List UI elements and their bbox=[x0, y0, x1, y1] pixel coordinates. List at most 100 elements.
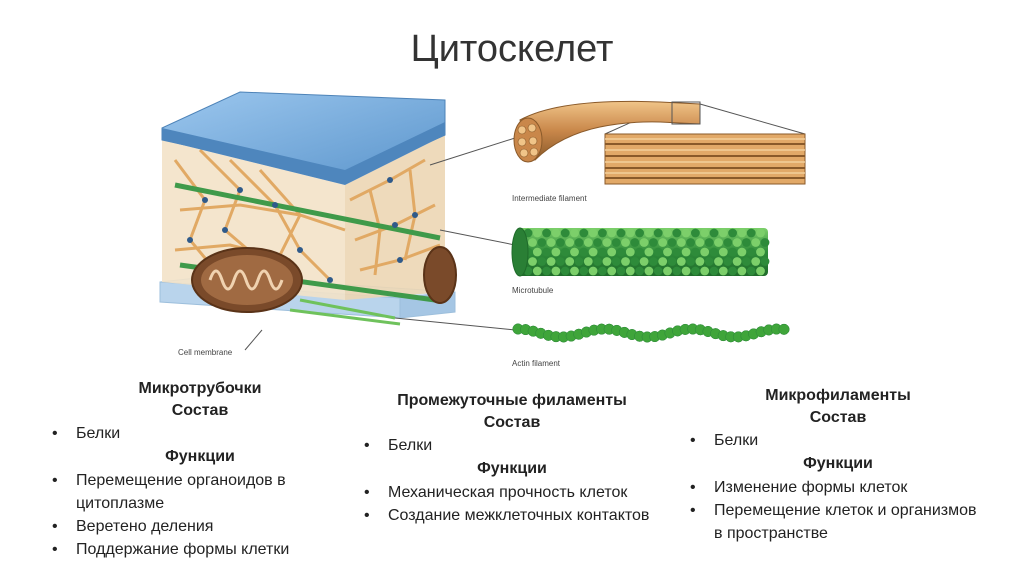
column-microfilaments: Микрофиламенты Состав Белки Функции Изме… bbox=[688, 385, 988, 545]
microtubule-subunit bbox=[700, 247, 710, 257]
microtubule-subunit bbox=[570, 247, 579, 257]
microtubule-subunit bbox=[756, 266, 765, 276]
microtubule-subunit bbox=[672, 228, 682, 238]
microtubule-subunit bbox=[709, 228, 719, 238]
microtubule-subunit bbox=[686, 238, 695, 247]
microtubule-subunit bbox=[760, 238, 770, 247]
col1-subheading: Состав bbox=[171, 402, 229, 419]
col3-function-item: Перемещение клеток и организмов в простр… bbox=[688, 499, 988, 545]
microtubule-subunit bbox=[649, 238, 658, 247]
microtubule-subunit bbox=[728, 266, 737, 276]
microtubule-subunit bbox=[718, 228, 728, 238]
microtubule-subunit bbox=[737, 228, 747, 238]
microtubule-subunit bbox=[751, 257, 761, 266]
col2-functions-label: Функции bbox=[477, 460, 547, 477]
microtubule-subunit bbox=[607, 266, 617, 276]
microtubule-subunit bbox=[616, 247, 626, 257]
microtubule-subunit bbox=[663, 228, 672, 238]
col2-function-item: Создание межклеточных контактов bbox=[362, 504, 662, 527]
microtubule-subunit bbox=[681, 228, 691, 238]
microtubule-subunit bbox=[598, 247, 607, 257]
microtubule-subunit bbox=[593, 238, 602, 247]
microtubule-subunit bbox=[616, 266, 626, 276]
microtubule-subunit bbox=[583, 238, 593, 247]
col1-functions-label: Функции bbox=[165, 448, 235, 465]
microtubule-subunit bbox=[579, 247, 589, 257]
microtubule-subunit bbox=[681, 247, 691, 257]
microtubule-subunit bbox=[621, 238, 630, 247]
microtubule-subunit bbox=[565, 257, 575, 266]
label-cell-membrane: Cell membrane bbox=[178, 348, 233, 357]
microtubule-subunit bbox=[598, 228, 607, 238]
network-filaments bbox=[173, 148, 441, 282]
microtubule-subunit bbox=[556, 238, 565, 247]
microtubule-subunit bbox=[602, 238, 612, 247]
microtubule-subunit bbox=[546, 257, 556, 266]
microtubule-subunit bbox=[714, 238, 723, 247]
microtubule-subunit bbox=[746, 266, 756, 276]
microtubule-subunit bbox=[728, 228, 737, 238]
microtubule-subunit bbox=[644, 247, 654, 257]
microtubule-subunit bbox=[658, 257, 668, 266]
microtubule-subunit bbox=[635, 247, 644, 257]
microtubule-subunit bbox=[737, 266, 747, 276]
microtubule-subunit bbox=[630, 238, 640, 247]
microtubule-subunit bbox=[728, 247, 737, 257]
microtubule-subunit bbox=[714, 257, 723, 266]
cytoskeleton-illustration: Intermediate filament Microtubule Actin … bbox=[159, 91, 806, 368]
microtubule-subunit bbox=[695, 257, 705, 266]
microtubule-subunit bbox=[542, 266, 551, 276]
microtubule-subunit bbox=[611, 257, 621, 266]
microtubule-subunit bbox=[551, 228, 561, 238]
microtubule-subunit bbox=[542, 247, 551, 257]
microtubule-subunit bbox=[691, 266, 700, 276]
col1-function-item: Перемещение органоидов в цитоплазме bbox=[50, 469, 350, 515]
microtubule-subunit bbox=[574, 238, 584, 247]
microtubule-subunit bbox=[718, 266, 728, 276]
intermediate-filament-graphic bbox=[513, 100, 806, 185]
col1-function-item: Поддержание формы клетки bbox=[50, 538, 350, 561]
microtubule-subunit bbox=[625, 266, 635, 276]
page-title: Цитоскелет bbox=[410, 28, 614, 70]
microtubule-subunit bbox=[579, 228, 589, 238]
microtubule-subunit bbox=[542, 228, 551, 238]
microtubule-subunit bbox=[546, 238, 556, 247]
microtubule-subunit bbox=[560, 266, 570, 276]
microtubule-subunit bbox=[672, 247, 682, 257]
microtubule-subunit bbox=[570, 266, 579, 276]
microtubule-subunit bbox=[653, 266, 663, 276]
microtubule-subunit bbox=[607, 228, 617, 238]
microtubule-subunit bbox=[579, 266, 589, 276]
microtubule-subunit bbox=[570, 228, 579, 238]
microtubule-subunit bbox=[616, 228, 626, 238]
microtubule-subunit bbox=[723, 257, 733, 266]
microtubule-subunit bbox=[700, 266, 710, 276]
microtubule-subunit bbox=[588, 266, 598, 276]
microtubule-subunit bbox=[537, 257, 547, 266]
microtubule-subunit bbox=[756, 228, 765, 238]
col2-function-item: Механическая прочность клеток bbox=[362, 481, 662, 504]
microtubule-subunit bbox=[639, 238, 649, 247]
microtubule-subunit bbox=[588, 228, 598, 238]
label-actin-filament: Actin filament bbox=[512, 359, 561, 368]
microtubule-subunit bbox=[625, 228, 635, 238]
microtubule-subunit bbox=[630, 257, 640, 266]
microtubule-subunit bbox=[700, 228, 710, 238]
microtubule-subunit bbox=[718, 247, 728, 257]
microtubule-subunit bbox=[644, 266, 654, 276]
microtubule-subunit bbox=[742, 238, 751, 247]
microtubule-subunit bbox=[574, 257, 584, 266]
microtubule-subunit bbox=[611, 238, 621, 247]
microtubule-subunit bbox=[588, 247, 598, 257]
mitochondrion-side bbox=[423, 246, 457, 304]
microtubule-subunit bbox=[528, 238, 537, 247]
microtubule-subunit bbox=[686, 257, 695, 266]
microtubule-subunit bbox=[676, 257, 686, 266]
microtubule-subunit bbox=[691, 228, 700, 238]
microtubule-subunit bbox=[621, 257, 630, 266]
microtubule-subunit bbox=[672, 266, 682, 276]
microtubule-subunit bbox=[607, 247, 617, 257]
microtubule-subunit bbox=[560, 247, 570, 257]
microtubule-subunit bbox=[732, 238, 742, 247]
microtubule-graphic bbox=[511, 227, 770, 277]
